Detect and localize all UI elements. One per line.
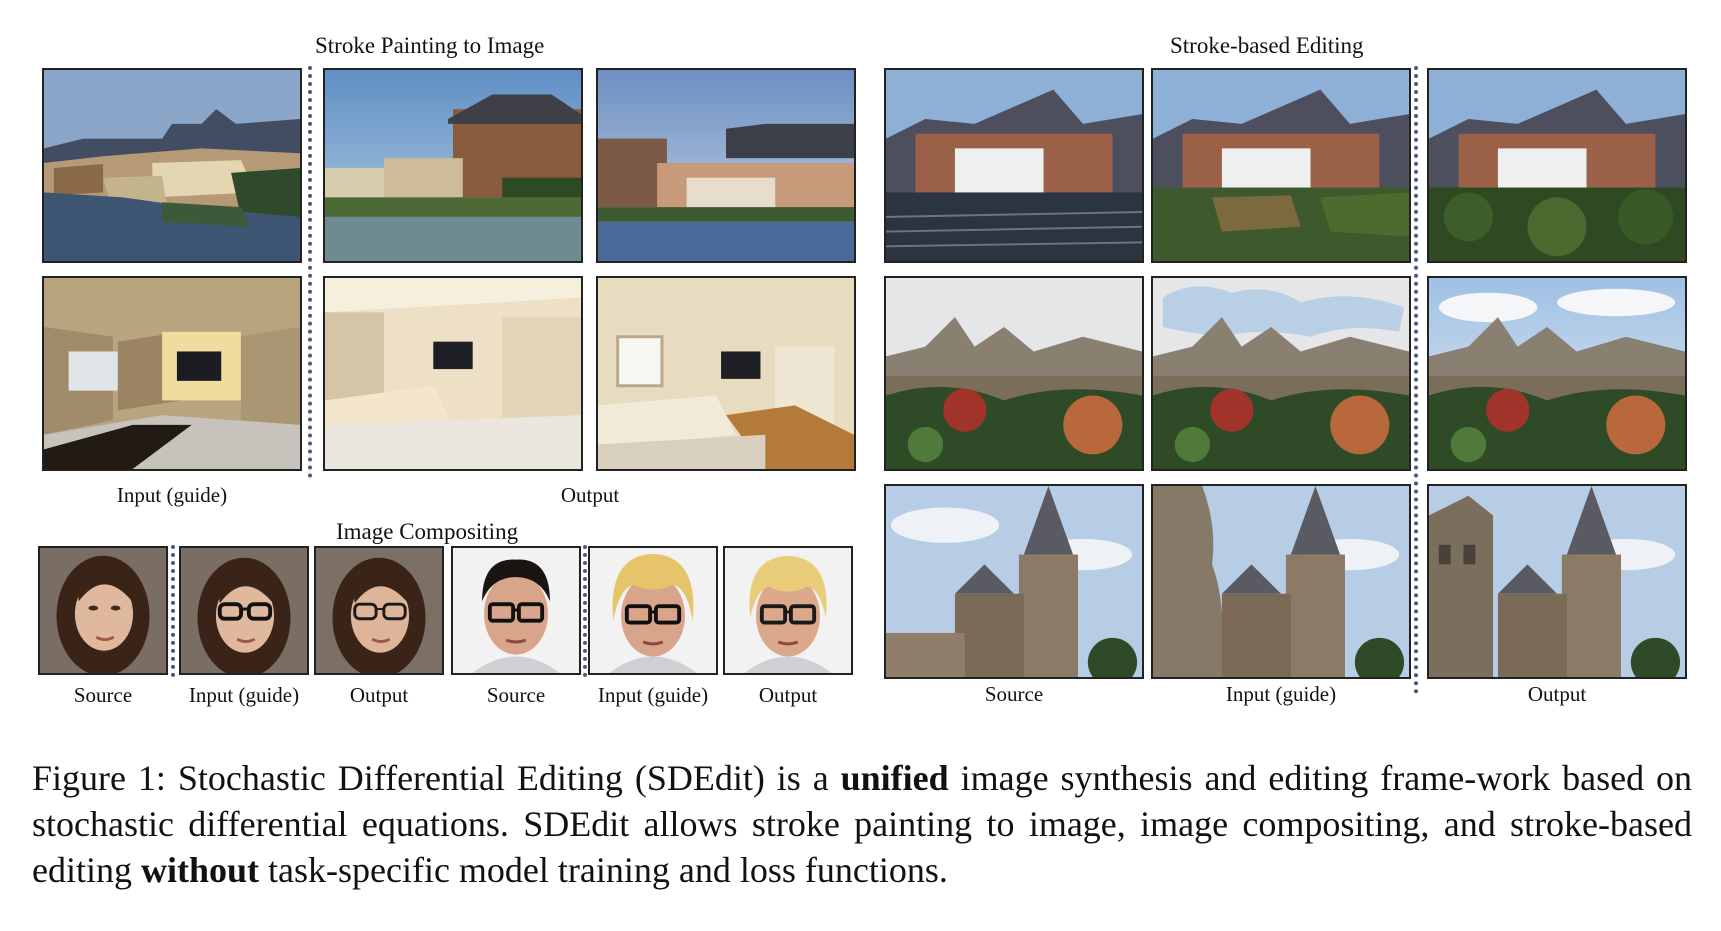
label-source-woman: Source <box>73 683 133 707</box>
output-town-2-image <box>596 68 856 263</box>
stroke-guide-bedroom-image <box>42 276 302 471</box>
figure-caption: Figure 1: Stochastic Differential Editin… <box>32 755 1692 893</box>
divider-stroke-editing <box>1414 66 1418 694</box>
label-source-editing: Source <box>984 682 1044 706</box>
editing-canal-source-image <box>884 68 1144 263</box>
label-input-guide-editing: Input (guide) <box>1225 682 1337 706</box>
compositing-woman-input-image <box>179 546 309 675</box>
editing-garden-input-image <box>1151 276 1411 471</box>
editing-canal-output-image <box>1427 68 1687 263</box>
output-town-1-image <box>323 68 583 263</box>
caption-bold-without: without <box>140 850 260 890</box>
label-input-guide-painting: Input (guide) <box>116 483 228 507</box>
editing-canal-input-image <box>1151 68 1411 263</box>
section-title-stroke-painting: Stroke Painting to Image <box>315 33 545 58</box>
compositing-woman-output-image <box>314 546 444 675</box>
divider-compositing-1 <box>171 545 175 677</box>
label-output-painting: Output <box>560 483 620 507</box>
editing-church-output-image <box>1427 484 1687 679</box>
output-bedroom-2-image <box>596 276 856 471</box>
editing-church-source-image <box>884 484 1144 679</box>
editing-garden-source-image <box>884 276 1144 471</box>
section-title-stroke-editing: Stroke-based Editing <box>1170 33 1364 58</box>
label-input-guide-woman: Input (guide) <box>188 683 300 707</box>
caption-bold-unified: unified <box>840 758 949 798</box>
caption-part-3: task-specific model training and loss fu… <box>259 850 948 890</box>
divider-compositing-2 <box>583 545 587 677</box>
editing-church-input-image <box>1151 484 1411 679</box>
divider-stroke-painting <box>308 66 312 478</box>
compositing-woman-source-image <box>38 546 168 675</box>
output-bedroom-1-image <box>323 276 583 471</box>
label-input-guide-man: Input (guide) <box>597 683 709 707</box>
caption-part-2: image synthesis and editing frame-work b… <box>32 758 1693 890</box>
section-title-compositing: Image Compositing <box>336 519 519 544</box>
compositing-man-source-image <box>451 546 581 675</box>
compositing-man-output-image <box>723 546 853 675</box>
editing-garden-output-image <box>1427 276 1687 471</box>
label-output-man: Output <box>758 683 818 707</box>
caption-part-1: Figure 1: Stochastic Differential Editin… <box>32 758 841 798</box>
compositing-man-input-image <box>588 546 718 675</box>
label-output-editing: Output <box>1527 682 1587 706</box>
label-source-man: Source <box>486 683 546 707</box>
stroke-guide-town-image <box>42 68 302 263</box>
label-output-woman: Output <box>349 683 409 707</box>
